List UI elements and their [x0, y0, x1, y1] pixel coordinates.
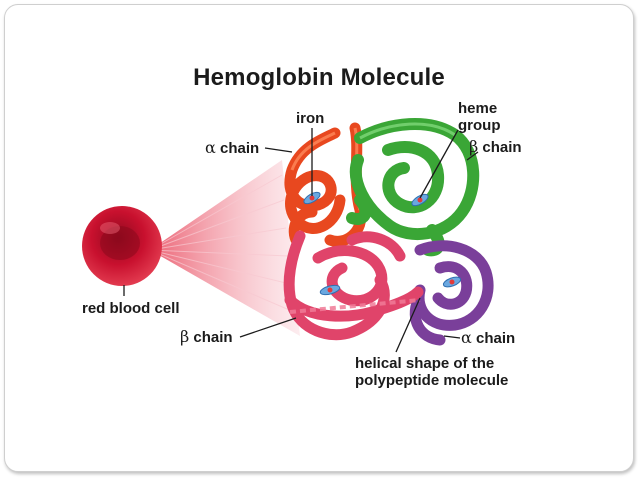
cone-rays — [149, 174, 295, 313]
iron-atom-icons — [309, 195, 455, 293]
alpha-chain-top-label: α chain — [205, 139, 259, 157]
alpha-chain-bottom — [409, 240, 494, 346]
helical-label-line1: helical shape of the — [355, 355, 495, 372]
chain-word: chain — [482, 139, 522, 156]
beta-symbol: β — [180, 327, 190, 346]
helical-shape-label: helical shape of the polypeptide molecul… — [355, 355, 508, 389]
helical-label-line2: polypeptide molecule — [355, 372, 509, 389]
magnification-cone — [150, 160, 300, 336]
heme-label-line1: heme — [458, 100, 498, 117]
alpha-symbol: α — [461, 328, 472, 347]
heme-group-label: heme group — [458, 100, 501, 134]
leader-lines — [123, 128, 479, 353]
chain-word: chain — [193, 329, 233, 346]
red-blood-cell-icon — [82, 206, 162, 286]
iron-label: iron — [296, 110, 325, 127]
beta-chain-top-label: β chain — [469, 138, 522, 156]
beta-chain-bottom-label: β chain — [180, 328, 233, 346]
page-title: Hemoglobin Molecule — [193, 64, 445, 91]
alpha-chain-bottom-label: α chain — [461, 329, 515, 347]
beta-chain-bottom — [283, 230, 424, 341]
heme-label-line2: group — [458, 117, 501, 134]
beta-symbol: β — [469, 137, 479, 156]
chain-word: chain — [475, 330, 516, 347]
alpha-symbol: α — [205, 138, 216, 157]
helix-segment — [289, 298, 421, 314]
chain-word: chain — [219, 140, 260, 157]
red-blood-cell-label: red blood cell — [82, 300, 180, 317]
alpha-chain-top — [284, 122, 367, 247]
